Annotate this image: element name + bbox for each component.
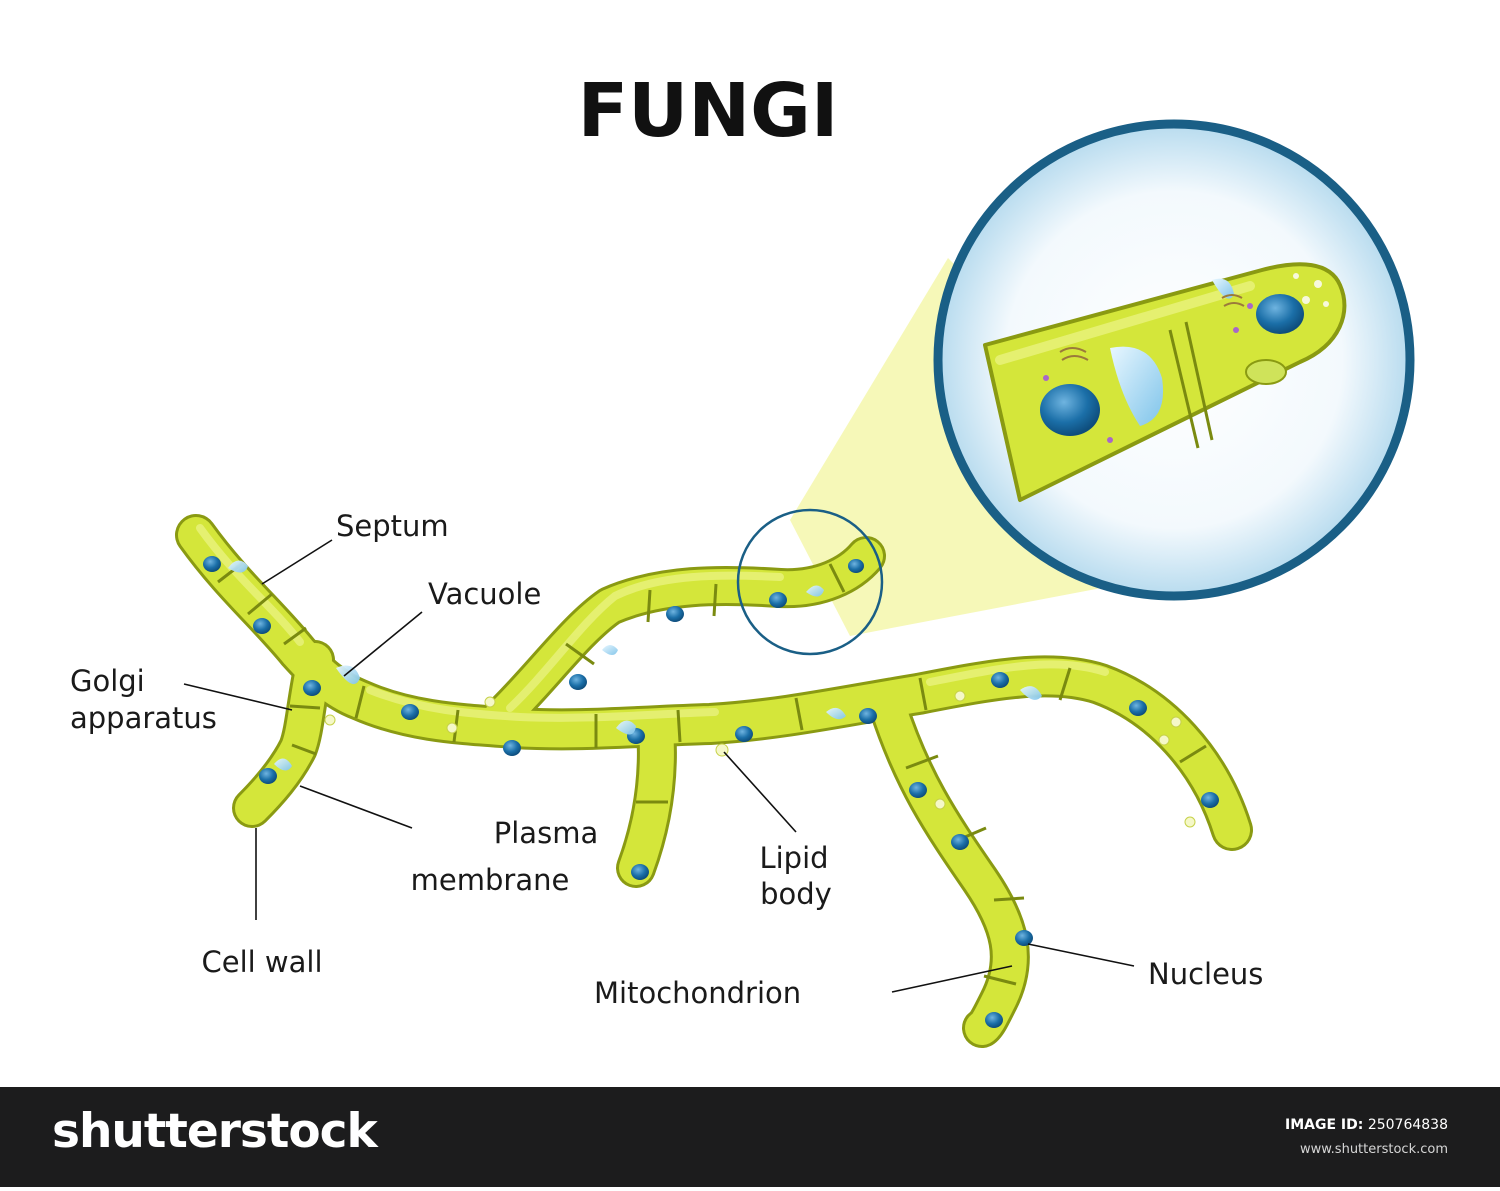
label-cell-wall: Cell wall bbox=[201, 945, 322, 979]
label-vacuole: Vacuole bbox=[428, 577, 541, 611]
zoom-view bbox=[938, 124, 1410, 596]
label-golgi-line2: apparatus bbox=[70, 701, 217, 735]
hyphae-network bbox=[196, 528, 1232, 1028]
image-id-label: IMAGE ID: bbox=[1285, 1117, 1363, 1133]
label-golgi-line1: Golgi bbox=[70, 664, 145, 698]
label-plasma-line2: membrane bbox=[411, 863, 570, 897]
label-lipid-line2: body bbox=[760, 877, 832, 911]
brand-logo: shutterstock bbox=[52, 1104, 377, 1159]
image-id: IMAGE ID: 250764838 bbox=[1285, 1117, 1448, 1133]
label-nucleus: Nucleus bbox=[1148, 957, 1263, 991]
label-plasma-line1: Plasma bbox=[494, 816, 598, 850]
diagram-title: FUNGI bbox=[578, 68, 839, 154]
label-lipid-line1: Lipid bbox=[759, 841, 828, 875]
label-mitochondrion: Mitochondrion bbox=[594, 976, 801, 1010]
label-septum: Septum bbox=[336, 509, 449, 543]
site-url: www.shutterstock.com bbox=[1300, 1142, 1448, 1157]
image-id-value: 250764838 bbox=[1368, 1117, 1448, 1133]
